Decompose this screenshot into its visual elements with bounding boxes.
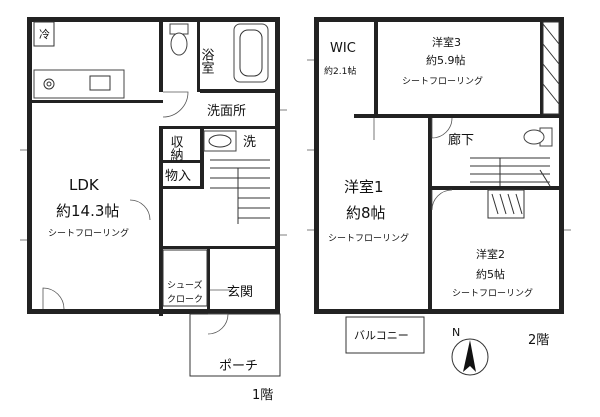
r1-size: 約8帖 — [346, 204, 386, 222]
bath-label: 浴室 — [199, 48, 215, 74]
wic-name: WIC — [330, 41, 356, 56]
wic-size: 約2.1帖 — [324, 65, 356, 77]
balcony-label: バルコニー — [354, 329, 409, 342]
compass-label: N — [452, 326, 460, 339]
washer-label: 洗 — [243, 135, 256, 150]
ldk-size: 約14.3帖 — [56, 202, 119, 220]
ldk-name: LDK — [69, 176, 100, 194]
r2-name: 洋室2 — [476, 247, 505, 261]
floor-1: 冷 浴室 洗面所 洗 収納 物入 LDK 約14.3帖 シートフローリング シュ… — [20, 17, 287, 403]
entrance-label: 玄関 — [227, 285, 253, 300]
hall-label: 廊下 — [448, 132, 474, 148]
shoe-cloak-label-1: シューズ — [167, 279, 203, 291]
r3-size: 約5.9帖 — [426, 53, 466, 67]
r3-floor: シートフローリング — [402, 75, 483, 87]
fridge-label: 冷 — [39, 28, 50, 41]
r1-name: 洋室1 — [344, 178, 384, 196]
ldk-floor: シートフローリング — [48, 227, 129, 239]
floor2-label: 2階 — [528, 333, 549, 348]
floor1-label: 1階 — [252, 388, 273, 403]
r3-name: 洋室3 — [432, 35, 461, 49]
r2-size: 約5帖 — [476, 267, 505, 281]
r2-floor: シートフローリング — [452, 287, 533, 299]
shoe-cloak-label-2: クローク — [167, 294, 203, 305]
storage-label: 収納 — [168, 135, 184, 162]
floor-2: WIC 約2.1帖 洋室3 約5.9帖 シートフローリング 廊下 洋室1 約8帖… — [307, 17, 571, 354]
stairs-1f — [210, 159, 270, 224]
r1-floor: シートフローリング — [328, 232, 409, 244]
storage2-label: 物入 — [165, 169, 191, 184]
porch-label: ポーチ — [219, 359, 258, 374]
compass-icon: N — [451, 326, 489, 376]
washroom-label: 洗面所 — [207, 104, 246, 119]
